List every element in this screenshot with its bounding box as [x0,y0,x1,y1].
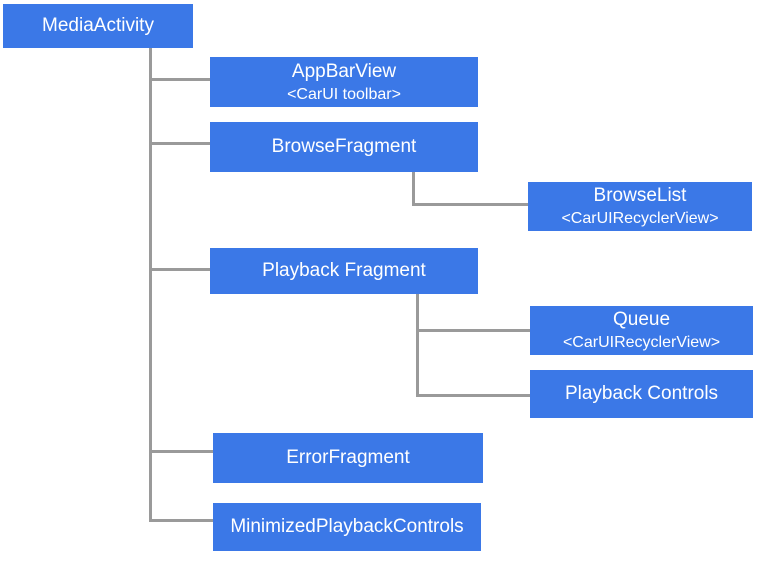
node-browse-list-sublabel: <CarUIRecyclerView> [561,210,719,227]
connector-branch-queue [416,329,531,332]
node-app-bar-view: AppBarView <CarUI toolbar> [210,57,478,107]
connector-branch-appbarview [149,78,211,81]
connector-playbackfragment-drop-vertical [416,294,419,397]
connector-branch-errorfragment [149,450,214,453]
node-playback-controls: Playback Controls [530,370,753,418]
node-minimized-playback-controls: MinimizedPlaybackControls [213,503,481,551]
node-browse-fragment: BrowseFragment [210,122,478,172]
node-playback-fragment-label: Playback Fragment [262,260,426,281]
node-queue: Queue <CarUIRecyclerView> [530,306,753,355]
node-error-fragment: ErrorFragment [213,433,483,483]
node-media-activity-label: MediaActivity [42,15,154,36]
node-playback-controls-label: Playback Controls [564,383,719,404]
connector-branch-minimizedplaybackcontrols [149,519,214,522]
connector-trunk-vertical [149,47,152,522]
connector-branch-browsefragment [149,142,211,145]
node-app-bar-view-sublabel: <CarUI toolbar> [287,85,401,103]
node-minimized-playback-controls-label: MinimizedPlaybackControls [230,516,464,537]
node-browse-list-label: BrowseList [593,185,687,206]
node-browse-fragment-label: BrowseFragment [271,136,417,157]
node-error-fragment-label: ErrorFragment [286,447,410,468]
connector-browsefragment-drop-vertical [412,172,415,206]
connector-branch-playbackfragment [149,268,211,271]
node-app-bar-view-label: AppBarView [291,60,397,82]
connector-branch-playbackcontrols [416,394,531,397]
node-playback-fragment: Playback Fragment [210,248,478,294]
node-browse-list: BrowseList <CarUIRecyclerView> [528,182,752,231]
node-media-activity: MediaActivity [3,4,193,48]
node-queue-label: Queue [612,309,671,330]
node-queue-sublabel: <CarUIRecyclerView> [562,334,721,351]
connector-branch-browselist [412,203,529,206]
